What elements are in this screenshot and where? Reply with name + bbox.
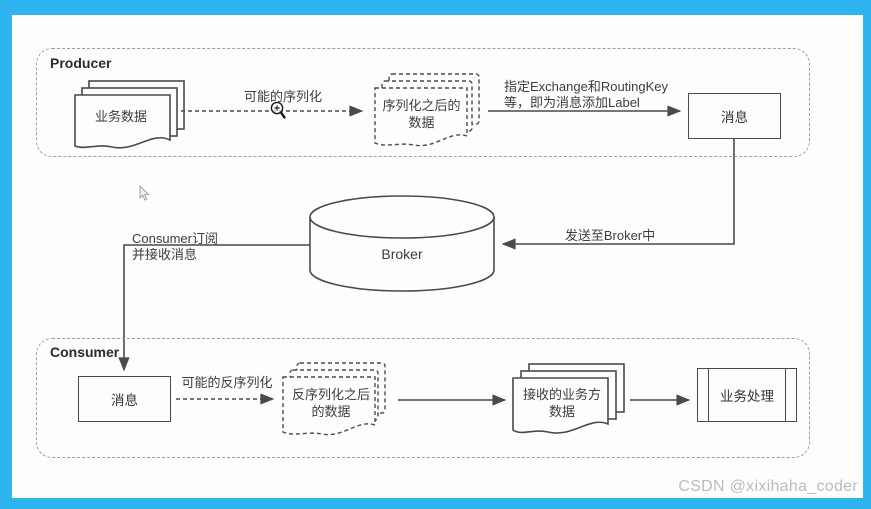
received-data-label: 接收的业务方 数据	[513, 386, 611, 420]
serialize-arrow-label: 可能的序列化	[243, 89, 322, 104]
exchange-routingkey-note-line2: 等，即为消息添加Label	[504, 95, 640, 110]
producer-title: Producer	[50, 55, 112, 71]
broker-cylinder	[309, 195, 495, 292]
serialized-data-stack	[374, 73, 480, 147]
consumer-subscribe-note: Consumer订阅 并接收消息	[132, 231, 218, 263]
received-data-label-line2: 数据	[548, 404, 575, 419]
business-process-box-label: 业务处理	[720, 389, 774, 404]
serialized-data-label: 序列化之后的 数据	[373, 97, 470, 131]
csdn-watermark: CSDN @xixihaha_coder	[678, 478, 858, 495]
received-data-label-line1: 接收的业务方	[522, 387, 601, 402]
business-process-box: 业务处理	[697, 368, 797, 422]
exchange-routingkey-note-line1: 指定Exchange和RoutingKey	[504, 79, 669, 94]
producer-message-box: 消息	[688, 93, 781, 139]
exchange-routingkey-note: 指定Exchange和RoutingKey 等，即为消息添加Label	[504, 79, 704, 111]
consumer-message-box-label: 消息	[111, 393, 138, 408]
consumer-section	[36, 338, 810, 458]
business-data-doc-stack	[74, 80, 185, 149]
broker-label: Broker	[381, 246, 423, 262]
consumer-subscribe-note-line1: Consumer订阅	[132, 231, 218, 246]
consumer-subscribe-note-line2: 并接收消息	[132, 247, 198, 262]
zoom-in-cursor-icon	[270, 101, 286, 119]
deserialized-data-label-line2: 的数据	[311, 404, 351, 419]
deserialized-data-stack	[282, 362, 386, 436]
business-data-label: 业务数据	[94, 109, 147, 124]
deserialized-data-label-line1: 反序列化之后	[291, 387, 370, 402]
deserialize-arrow-label: 可能的反序列化	[181, 375, 273, 390]
send-to-broker-arrow	[501, 139, 735, 250]
consumer-title: Consumer	[50, 344, 120, 360]
consumer-message-box: 消息	[78, 376, 171, 422]
process-box-inner-line-left	[708, 369, 709, 421]
serialized-data-label-line1: 序列化之后的	[382, 98, 461, 113]
producer-section	[36, 48, 810, 157]
serialized-data-label-line2: 数据	[408, 115, 435, 130]
received-data-doc-stack	[512, 363, 625, 434]
send-to-broker-label: 发送至Broker中	[564, 228, 656, 243]
deserialized-data-label: 反序列化之后 的数据	[281, 386, 381, 420]
flow-arrows	[118, 105, 735, 406]
producer-message-box-label: 消息	[721, 110, 748, 125]
mouse-pointer-cursor-icon	[139, 184, 150, 201]
process-box-inner-line-right	[785, 369, 786, 421]
subscribe-arrow	[118, 244, 310, 372]
